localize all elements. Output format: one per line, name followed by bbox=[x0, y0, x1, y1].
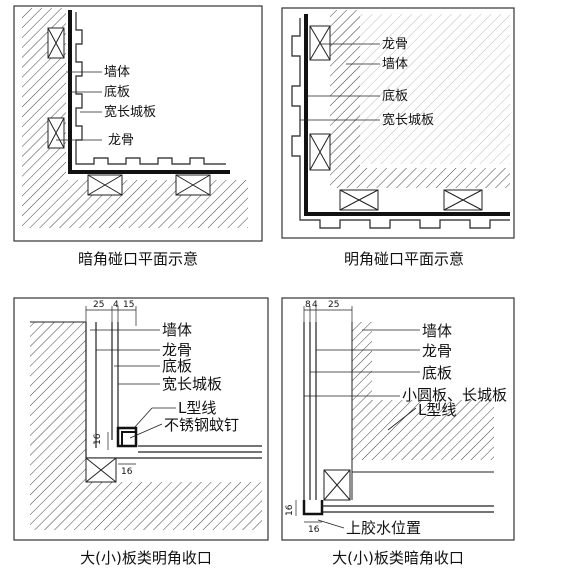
panel-1-label-base: 底板 bbox=[104, 84, 130, 100]
panel-1-label-keel: 龙骨 bbox=[108, 133, 134, 148]
panel-3-l-profile bbox=[116, 426, 138, 448]
panel-2-label-wall: 墙体 bbox=[382, 57, 408, 72]
panel-4-dim-4: 4 bbox=[312, 300, 318, 310]
panel-3-dim-15: 15 bbox=[123, 300, 134, 310]
panel-2-label-base: 底板 bbox=[382, 88, 408, 104]
panel-4-label-glue-position: 上胶水位置 bbox=[346, 519, 421, 537]
panel-3-dim-16-vertical: 16 bbox=[93, 433, 103, 445]
panel-1-frame bbox=[13, 5, 263, 242]
panel-1-label-wall: 墙体 bbox=[104, 65, 130, 80]
panel-3-caption: 大(小)板类明角收口 bbox=[80, 549, 212, 567]
panel-3-wall-hatch bbox=[30, 322, 262, 530]
panel-1-wall-hatch bbox=[22, 8, 248, 228]
panel-4-label-keel: 龙骨 bbox=[422, 342, 452, 360]
panel-3-dim-4: 4 bbox=[113, 300, 119, 310]
panel-2-wall-area bbox=[334, 14, 510, 164]
panel-1-label-wide-panel: 宽长城板 bbox=[104, 104, 156, 120]
panel-4-hidden-corner-finish: 8 4 25 16 16 墙体 龙骨 底板 小圆板、长城板 L型线 上胶水位置 … bbox=[281, 297, 515, 567]
panel-2-exposed-corner-plan: 龙骨 墙体 底板 宽长城板 明角碰口平面示意 bbox=[281, 7, 515, 268]
panel-3-label-wall: 墙体 bbox=[162, 321, 192, 339]
panel-3-label-keel: 龙骨 bbox=[162, 341, 192, 359]
panel-4-dim-25: 25 bbox=[328, 300, 339, 310]
panel-4-dim-16-horizontal: 16 bbox=[308, 525, 320, 535]
panel-4-dim-8: 8 bbox=[305, 300, 311, 310]
panel-3-dim-16-horizontal: 16 bbox=[121, 467, 133, 477]
panel-2-frame bbox=[281, 7, 515, 239]
panel-4-label-base: 底板 bbox=[422, 364, 452, 382]
panel-1-batten-cross bbox=[47, 27, 211, 196]
panel-3-label-base: 底板 bbox=[162, 357, 192, 375]
panel-4-frame bbox=[281, 297, 515, 541]
panel-2-base-board bbox=[304, 14, 510, 216]
panel-4-label-wall: 墙体 bbox=[422, 322, 452, 340]
panel-4-l-profile bbox=[302, 500, 324, 516]
panel-3-label-l-profile: L型线 bbox=[178, 399, 216, 417]
panel-2-wide-panel bbox=[291, 18, 510, 229]
panel-2-caption: 明角碰口平面示意 bbox=[344, 250, 464, 268]
panel-4-caption: 大(小)板类暗角收口 bbox=[332, 549, 464, 567]
panel-2-label-keel: 龙骨 bbox=[382, 37, 408, 52]
panel-1-wide-panel bbox=[75, 12, 226, 165]
panel-3-dim-25: 25 bbox=[93, 300, 104, 310]
panel-4-label-round-panel: 小圆板、长城板 bbox=[402, 386, 507, 404]
panel-3-label-wide-panel: 宽长城板 bbox=[162, 375, 222, 393]
panel-3-label-stainless-nail: 不锈钢蚊钉 bbox=[164, 416, 239, 434]
panel-4-label-l-profile: L型线 bbox=[418, 401, 456, 419]
panel-1-base-board bbox=[68, 10, 230, 174]
panel-4-dim-16-vertical: 16 bbox=[285, 504, 295, 516]
panel-3-frame bbox=[13, 297, 269, 541]
panel-3-exposed-corner-finish: 25 4 15 16 16 墙体 龙骨 底板 宽长城板 L型线 不锈钢蚊钉 大(… bbox=[13, 297, 269, 567]
panel-1-hidden-corner-plan: 墙体 底板 宽长城板 龙骨 暗角碰口平面示意 bbox=[13, 5, 263, 268]
panel-2-label-wide-panel: 宽长城板 bbox=[382, 112, 434, 128]
panel-4-wall-hatch bbox=[352, 322, 494, 460]
panel-1-caption: 暗角碰口平面示意 bbox=[78, 250, 198, 268]
